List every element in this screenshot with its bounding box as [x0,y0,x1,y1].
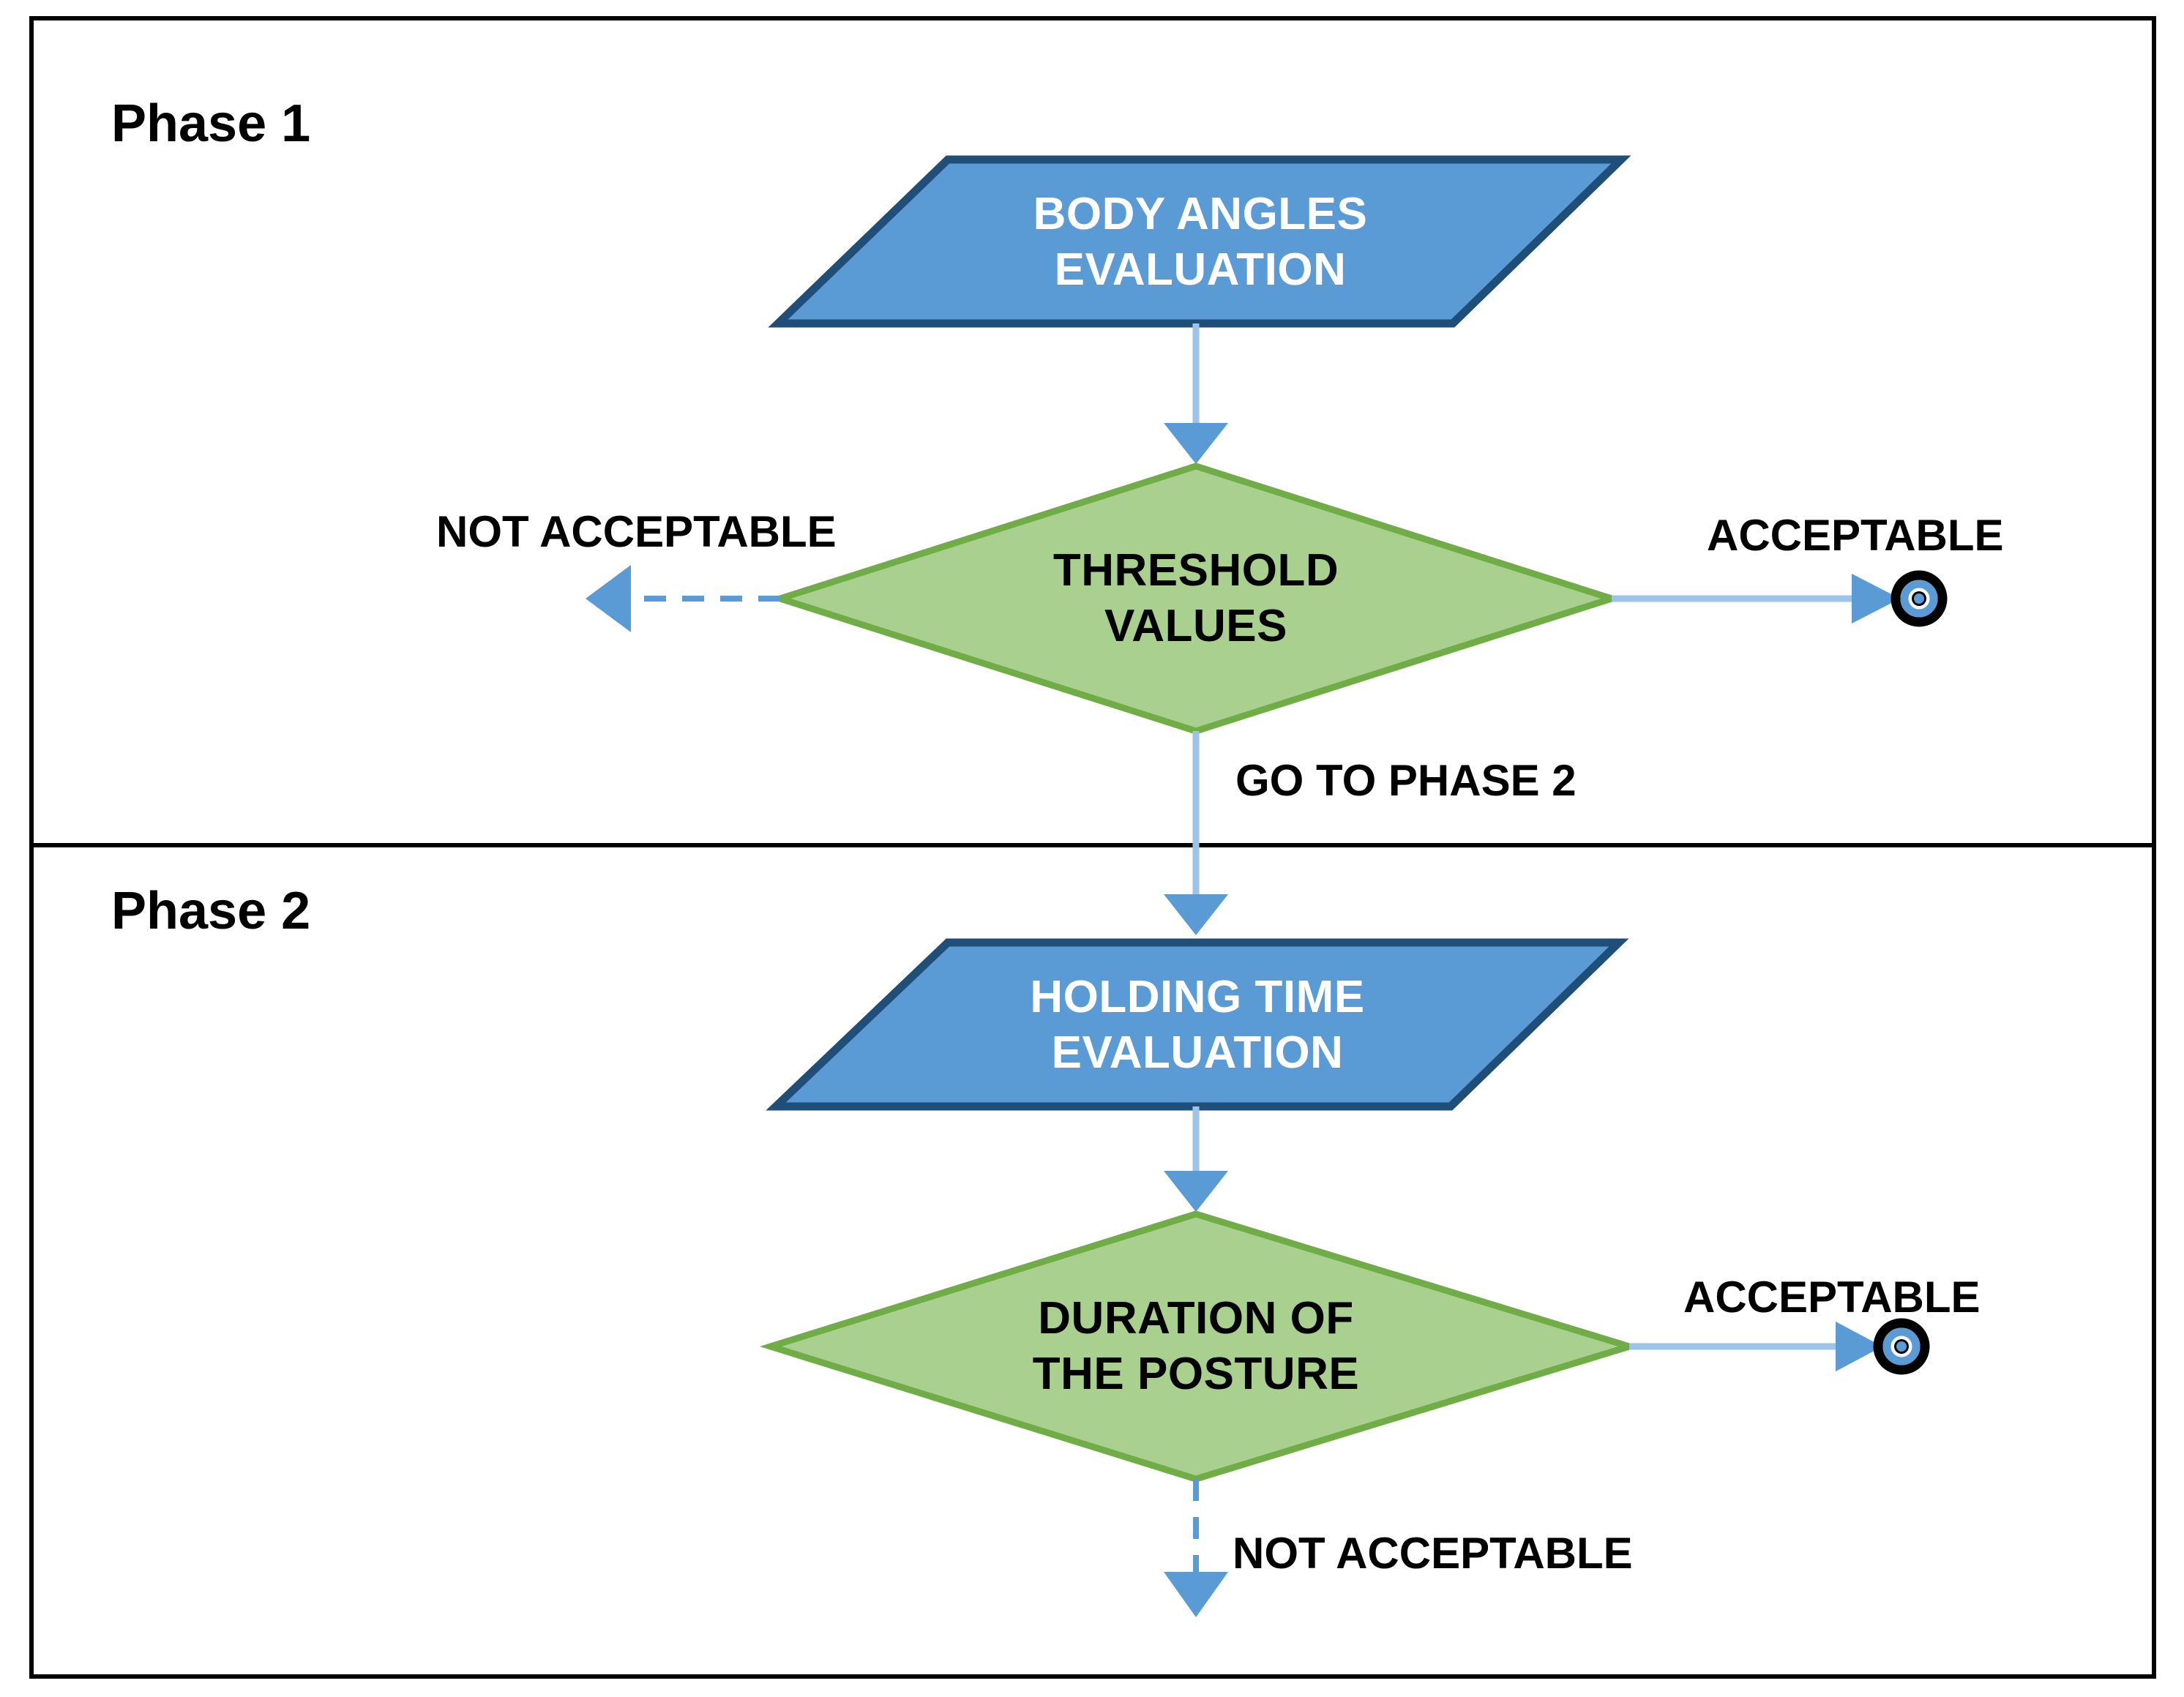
edge-label-acceptable-1: ACCEPTABLE [1707,511,2004,560]
phase-divider [29,843,2156,847]
edge-label-acceptable-2: ACCEPTABLE [1683,1273,1981,1322]
edge-label-not-acceptable-1: NOT ACCEPTABLE [436,507,837,556]
diagram-frame [29,16,2156,1679]
phase-2-label: Phase 2 [111,882,311,940]
phase-1-label: Phase 1 [111,94,311,153]
edge-label-not-acceptable-2: NOT ACCEPTABLE [1233,1529,1633,1578]
edge-label-go-to-phase-2: GO TO PHASE 2 [1235,756,1577,805]
